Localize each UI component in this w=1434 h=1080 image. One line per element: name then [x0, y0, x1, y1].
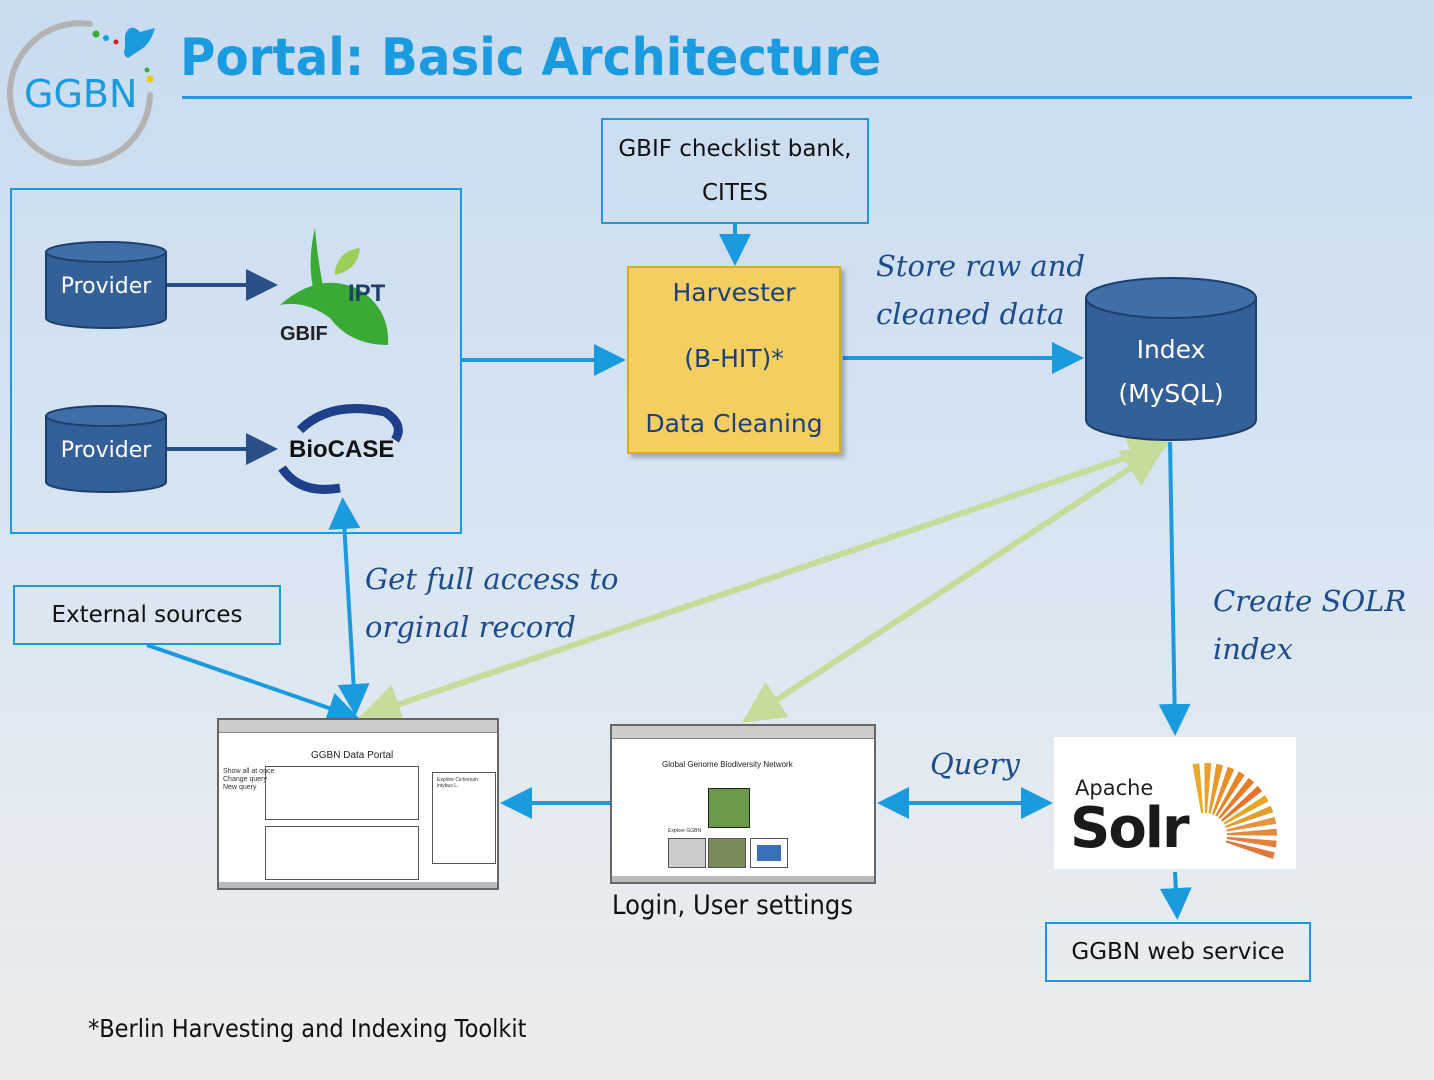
data-portal-screenshot[interactable]: GGBN Data Portal Show all at once Change…	[217, 718, 499, 890]
harvester-line1: Harvester	[672, 278, 796, 307]
home-title: Global Genome Biodiversity Network	[662, 760, 793, 769]
provider-cylinder-2	[45, 405, 167, 493]
arrow-index-home	[741, 445, 1166, 723]
portal-home-screenshot[interactable]: Global Genome Biodiversity Network Explo…	[610, 724, 876, 884]
query-label: Query	[930, 747, 1020, 781]
data-portal-title: GGBN Data Portal	[311, 750, 394, 761]
solr-ray	[1218, 777, 1255, 819]
gbif-logo-text: GBIF	[280, 323, 328, 345]
external-sources-box: External sources	[13, 585, 281, 645]
store-label: Store raw and cleaned data	[876, 242, 1085, 338]
ggbn-logo	[7, 20, 155, 167]
solr-index-line2: index	[1213, 632, 1294, 666]
index-label: Index (MySQL)	[1086, 328, 1256, 416]
arrow-external-dataportal	[146, 643, 360, 724]
gbif-checklist-line1: GBIF checklist bank,	[618, 136, 852, 162]
solr-main-text: Solr	[1070, 796, 1190, 861]
arrow-biocase-dataportal	[328, 497, 370, 716]
index-line1: Index	[1136, 335, 1206, 364]
provider-cylinder-1	[45, 241, 167, 329]
store-line1: Store raw and	[876, 249, 1085, 283]
explore-panel: Explore Cichorium intybus L.	[432, 772, 496, 864]
solr-ray	[1215, 771, 1245, 817]
data-portal-link: New query	[223, 784, 257, 791]
data-portal-links: Show all at once Change query New query	[223, 768, 274, 792]
access-line2: orginal record	[365, 610, 576, 644]
solr-ray	[1226, 836, 1277, 848]
tile-3	[750, 838, 788, 868]
solr-ray	[1192, 763, 1204, 814]
ggbn-web-service-box: GGBN web service	[1045, 922, 1311, 982]
harvester-box: Harvester (B-HIT)* Data Cleaning	[627, 266, 841, 454]
record-panel	[265, 766, 419, 820]
solr-sun-rays	[1192, 763, 1277, 860]
arrow-solr-webservice	[1159, 871, 1192, 920]
biocase-logo-text: BioCASE	[289, 436, 395, 463]
bird-photo	[708, 788, 750, 828]
solr-ray	[1208, 763, 1224, 814]
tile-2	[708, 838, 746, 868]
data-portal-link: Change query	[223, 776, 267, 783]
title-divider	[182, 96, 1412, 99]
tile-1	[668, 838, 706, 868]
ipt-logo-text: IPT	[348, 280, 386, 307]
footnote: *Berlin Harvesting and Indexing Toolkit	[88, 1014, 527, 1043]
access-label: Get full access to orginal record	[365, 555, 618, 651]
details-panel	[265, 826, 419, 880]
solr-ray	[1225, 805, 1274, 829]
harvester-line2: (B-HIT)*	[684, 343, 784, 373]
page-title: Portal: Basic Architecture	[180, 28, 882, 88]
provider-1-label: Provider	[60, 274, 152, 299]
store-line2: cleaned data	[876, 297, 1065, 331]
solr-ray	[1204, 763, 1212, 814]
explore-ggbn: Explore GGBN	[668, 828, 702, 834]
solr-ray	[1221, 785, 1263, 822]
arrow-index-solr	[1158, 441, 1191, 736]
index-line2: (MySQL)	[1118, 379, 1224, 408]
solr-ray	[1211, 766, 1235, 815]
access-line1: Get full access to	[365, 562, 619, 596]
harvester-line3: Data Cleaning	[645, 409, 823, 438]
explore-title: Explore Cichorium intybus L.	[437, 777, 478, 789]
provider-2-label: Provider	[60, 438, 152, 463]
gbif-checklist-line2: CITES	[701, 180, 769, 206]
logo-text: GGBN	[24, 72, 138, 116]
home-caption: Login, User settings	[612, 890, 854, 921]
data-portal-link: Show all at once	[223, 768, 275, 775]
gbif-checklist-box: GBIF checklist bank, CITES	[601, 118, 869, 224]
solr-apache-text: Apache	[1075, 776, 1154, 800]
solr-ray	[1226, 828, 1277, 836]
solr-ray	[1223, 795, 1269, 825]
index-cylinder	[1085, 277, 1257, 441]
ipt-logo	[280, 228, 389, 345]
biocase-logo	[278, 404, 403, 494]
solr-ray	[1225, 840, 1275, 860]
solr-index-label: Create SOLR index	[1213, 577, 1406, 673]
solr-index-line1: Create SOLR	[1213, 584, 1407, 618]
solr-ray	[1226, 816, 1277, 832]
